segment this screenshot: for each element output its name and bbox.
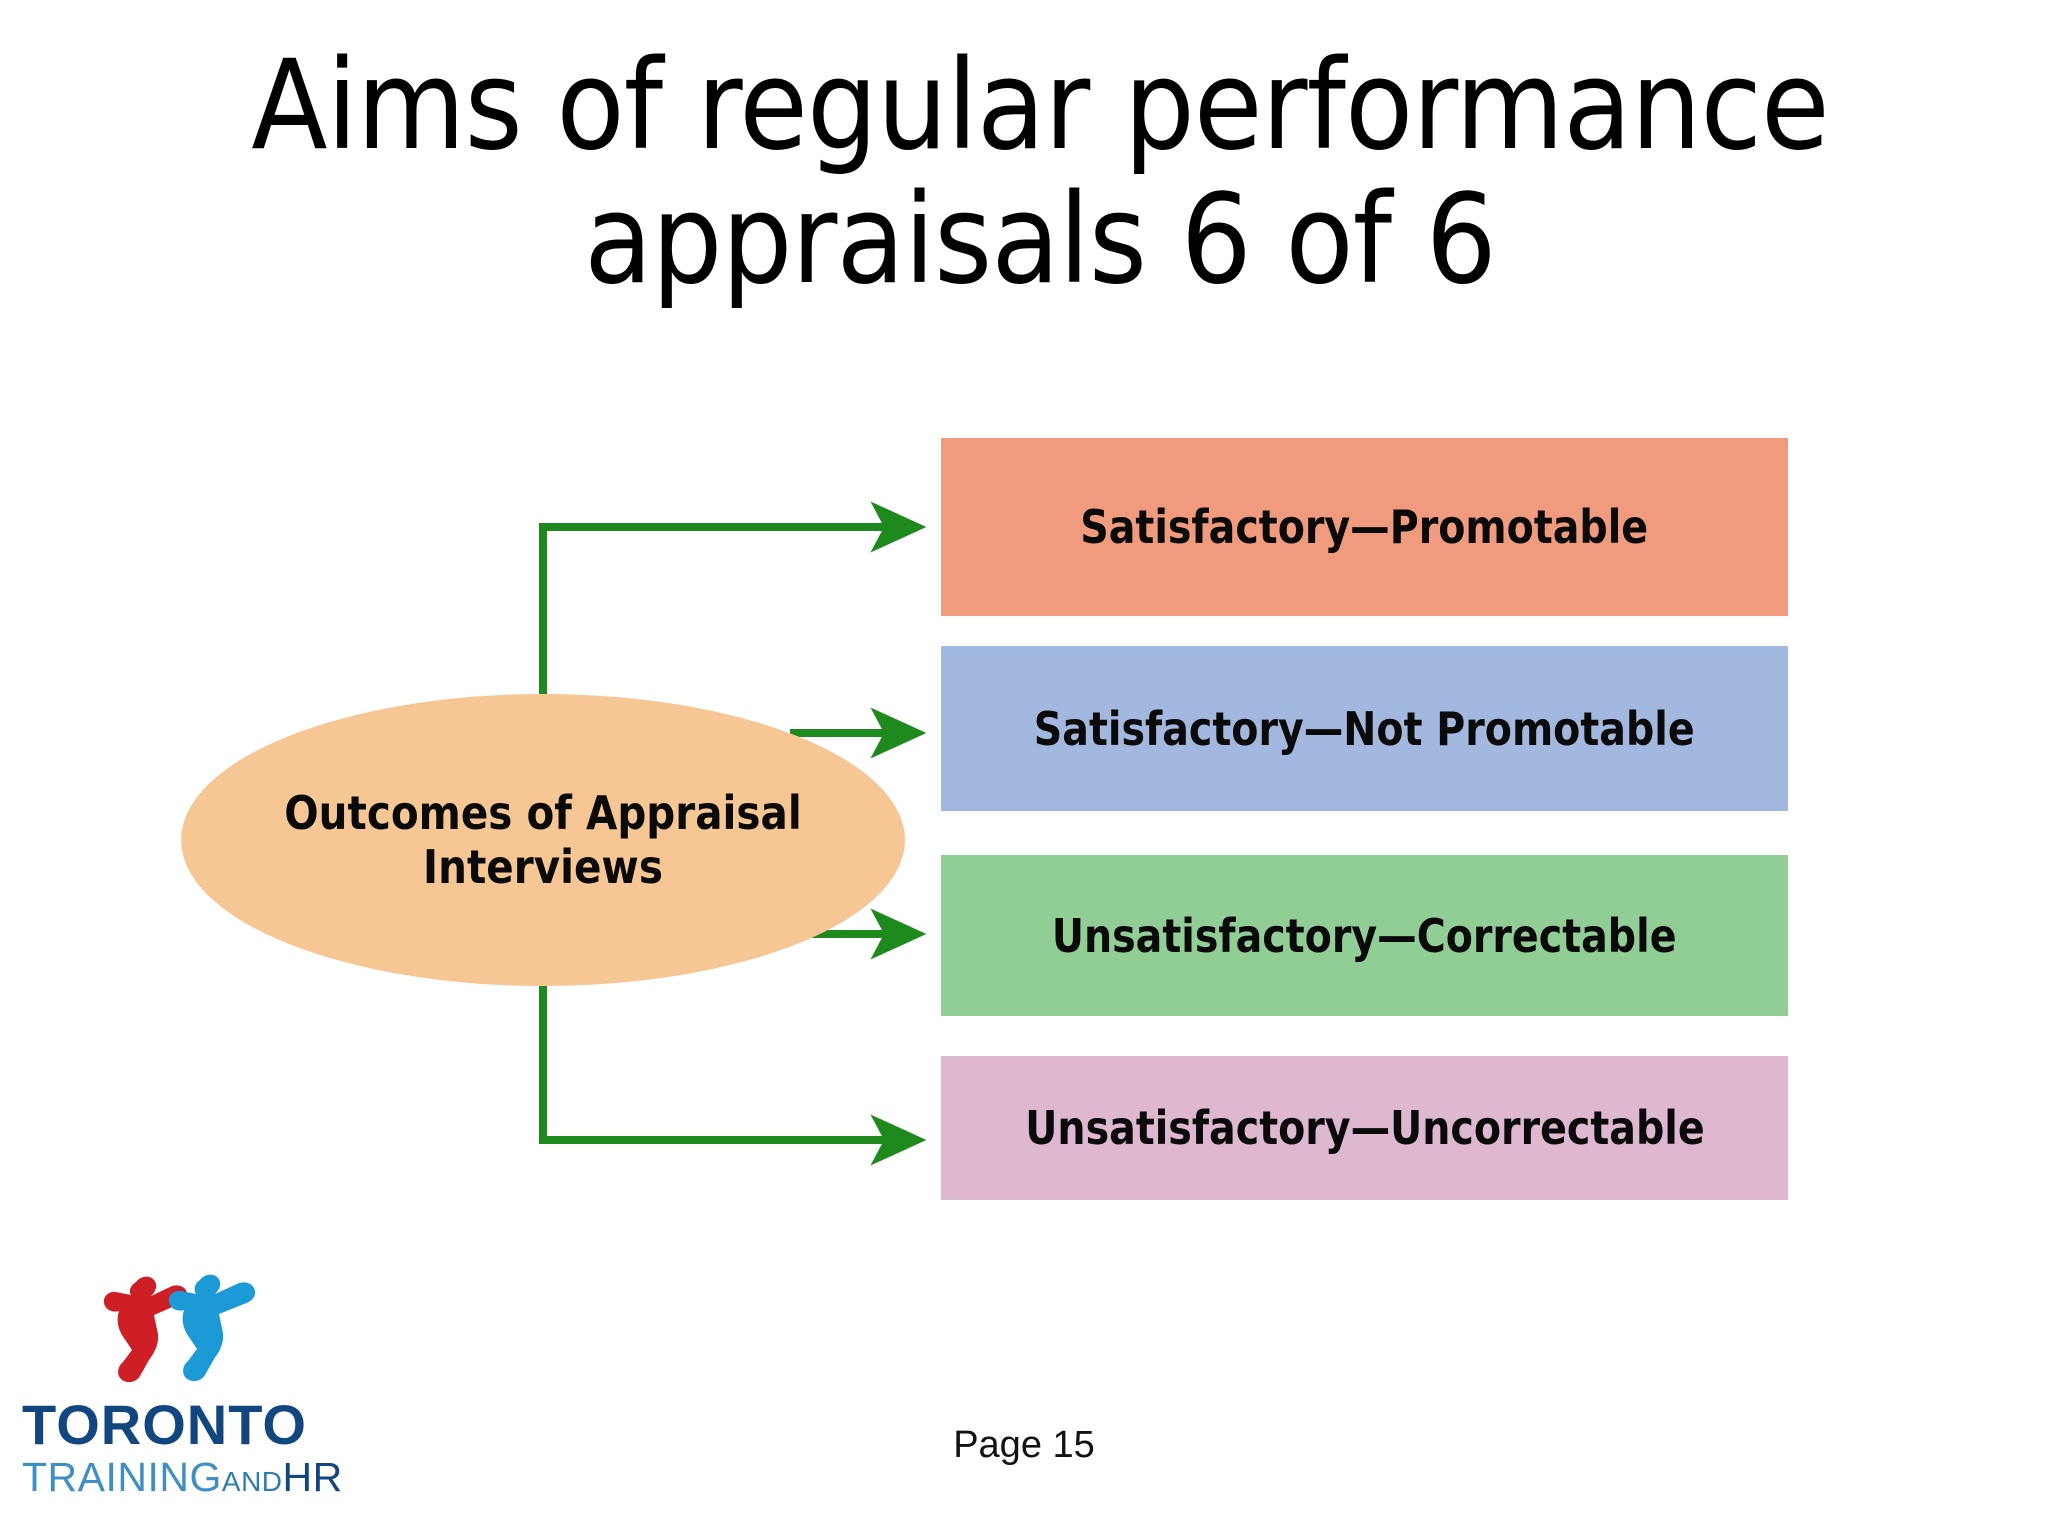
logo-wordmark: TORONTO TRAININGANDHR <box>22 1397 342 1501</box>
logo-tagline-hr: HR <box>282 1454 343 1500</box>
outcome-box-label: Unsatisfactory—Uncorrectable <box>1024 1101 1705 1155</box>
logo-tagline-and: AND <box>221 1466 283 1497</box>
outcome-box-label: Satisfactory—Promotable <box>1080 500 1649 554</box>
outcome-box-unsatisfactory-correctable[interactable]: Unsatisfactory—Correctable <box>941 855 1788 1016</box>
page-number: Page 15 <box>953 1424 1095 1466</box>
two-figures-icon <box>103 1274 256 1383</box>
outcome-box-label: Satisfactory—Not Promotable <box>1034 701 1695 756</box>
page-title: Aims of regular performance appraisals 6… <box>251 34 1829 312</box>
outcome-box-unsatisfactory-uncorrectable[interactable]: Unsatisfactory—Uncorrectable <box>941 1056 1788 1200</box>
source-node-ellipse[interactable]: Outcomes of Appraisal Interviews <box>181 694 905 986</box>
outcome-box-label: Unsatisfactory—Correctable <box>1052 908 1677 963</box>
outcome-box-satisfactory-promotable[interactable]: Satisfactory—Promotable <box>941 438 1788 616</box>
logo-tagline-main: TRAINING <box>22 1454 222 1500</box>
toronto-training-and-hr-logo: TORONTO TRAININGANDHR <box>22 1272 342 1522</box>
logo-tagline: TRAININGANDHR <box>22 1453 342 1501</box>
outcome-box-satisfactory-not-promotable[interactable]: Satisfactory—Not Promotable <box>941 646 1788 811</box>
source-node-label: Outcomes of Appraisal Interviews <box>284 785 802 894</box>
logo-brand-text: TORONTO <box>22 1393 307 1456</box>
